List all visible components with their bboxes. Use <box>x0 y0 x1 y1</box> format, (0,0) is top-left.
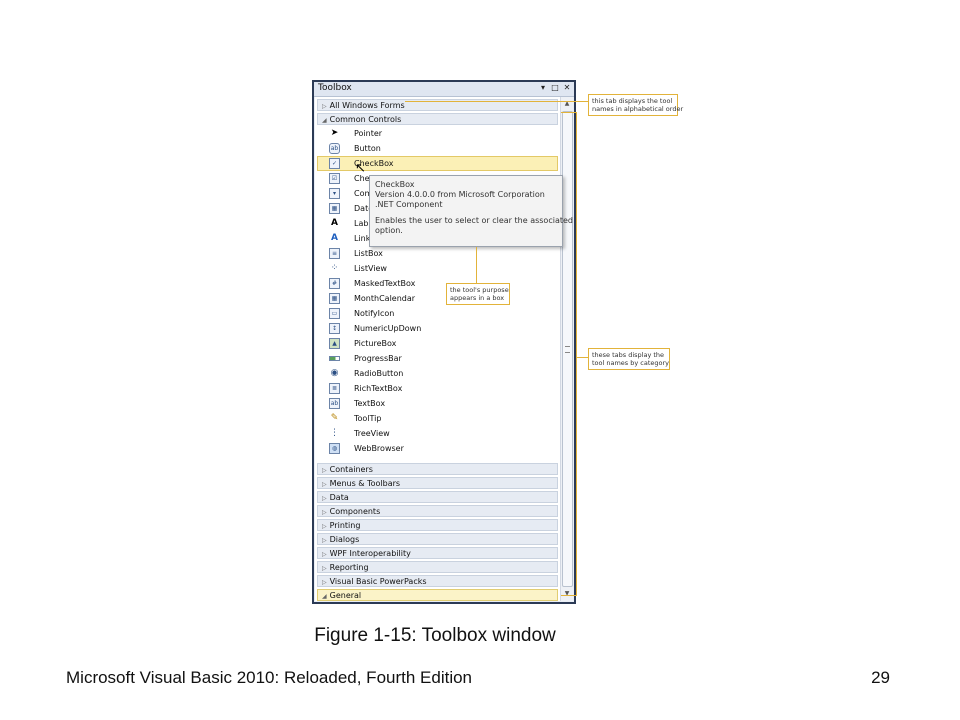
radiobutton-icon: ◉ <box>330 368 339 378</box>
tab-components[interactable]: ▷Components <box>317 505 558 517</box>
footer-title: Microsoft Visual Basic 2010: Reloaded, F… <box>66 668 473 687</box>
pointer-icon: ➤ <box>330 128 339 138</box>
callout-connector <box>405 101 591 102</box>
expand-arrow-icon: ▷ <box>322 579 327 586</box>
tab-reporting[interactable]: ▷Reporting <box>317 561 558 573</box>
tab-dialogs[interactable]: ▷Dialogs <box>317 533 558 545</box>
monthcalendar-icon: ▦ <box>329 293 340 304</box>
tool-item-button[interactable]: ab Button <box>329 143 381 154</box>
tooltip-component: .NET Component <box>375 200 443 209</box>
toolbox-title-bar[interactable]: Toolbox ▾ □ ✕ <box>314 82 574 97</box>
tab-printing[interactable]: ▷Printing <box>317 519 558 531</box>
label-icon: A <box>331 218 338 228</box>
checkedlistbox-icon: ☑ <box>329 173 340 184</box>
tool-item-maskedtextbox[interactable]: # MaskedTextBox <box>317 276 558 291</box>
tool-item-listview[interactable]: ⁘ ListView <box>330 263 387 273</box>
tool-item-numericupdown[interactable]: ↕ NumericUpDown <box>317 321 558 336</box>
callout-bracket <box>561 595 577 596</box>
callout-alphabetical-tab: this tab displays the tool names in alph… <box>588 94 683 116</box>
close-icon[interactable]: ✕ <box>563 83 571 92</box>
tool-item-pointer[interactable]: ➤ Pointer <box>330 128 383 138</box>
callout-tool-purpose: the tool's purpose appears in a box <box>446 283 510 305</box>
datetimepicker-icon: ▦ <box>329 203 340 214</box>
mouse-cursor-icon: ↖ <box>355 160 366 175</box>
tool-item-webbrowser[interactable]: ◍ WebBrowser <box>317 441 558 456</box>
toolbox-body: ▷All Windows Forms ◢Common Controls ➤ Po… <box>315 97 560 601</box>
tool-item-treeview[interactable]: ⋮ TreeView <box>330 428 390 438</box>
expand-arrow-icon: ▷ <box>322 523 327 530</box>
tool-item-datetimepicker[interactable]: ▦ Date <box>317 201 558 216</box>
tab-menus-toolbars[interactable]: ▷Menus & Toolbars <box>317 477 558 489</box>
tooltip-title: CheckBox <box>375 180 415 189</box>
tab-data[interactable]: ▷Data <box>317 491 558 503</box>
picturebox-icon: ▲ <box>329 338 340 349</box>
tool-item-linklabel[interactable]: A Link <box>317 231 558 246</box>
expand-arrow-icon: ▷ <box>322 551 327 558</box>
checkbox-tooltip: CheckBox Version 4.0.0.0 from Microsoft … <box>369 175 573 247</box>
vertical-scrollbar[interactable]: ▲ ▼ <box>560 97 573 601</box>
checkbox-icon: ✓ <box>329 158 340 169</box>
treeview-icon: ⋮ <box>330 428 339 438</box>
tool-item-checkbox[interactable]: ✓ CheckBox <box>317 156 558 171</box>
tooltip-description: Enables the user to select or clear the … <box>375 216 573 225</box>
collapse-arrow-icon: ◢ <box>322 593 327 600</box>
expand-arrow-icon: ▷ <box>322 481 327 488</box>
tooltip-icon: ✎ <box>330 413 339 423</box>
scroll-thumb[interactable] <box>562 111 573 587</box>
toolbox-window: Toolbox ▾ □ ✕ ▷All Windows Forms ◢Common… <box>312 80 576 604</box>
tool-item-notifyicon[interactable]: ▭ NotifyIcon <box>317 306 558 321</box>
tool-item-monthcalendar[interactable]: ▦ MonthCalendar <box>317 291 558 306</box>
tab-common-controls[interactable]: ◢Common Controls <box>317 113 558 125</box>
expand-arrow-icon: ▷ <box>322 509 327 516</box>
listview-icon: ⁘ <box>330 263 339 273</box>
tool-item-listbox[interactable]: ≡ ListBox <box>317 246 558 261</box>
expand-arrow-icon: ▷ <box>322 495 327 502</box>
callout-connector <box>576 357 588 358</box>
expand-arrow-icon: ▷ <box>322 467 327 474</box>
callout-bracket <box>561 112 577 113</box>
tab-general[interactable]: ◢General <box>317 589 558 601</box>
tool-item-label[interactable]: A Labe <box>317 216 558 231</box>
tool-item-checkedlistbox[interactable]: ☑ Che <box>317 171 558 186</box>
grip-icon <box>565 346 570 353</box>
expand-arrow-icon: ▷ <box>322 537 327 544</box>
combobox-icon: ▾ <box>329 188 340 199</box>
tab-containers[interactable]: ▷Containers <box>317 463 558 475</box>
expand-arrow-icon: ▷ <box>322 103 327 110</box>
tool-item-radiobutton[interactable]: ◉ RadioButton <box>330 368 404 378</box>
toolbox-title: Toolbox <box>318 83 352 93</box>
scroll-down-icon[interactable]: ▼ <box>564 590 570 597</box>
scroll-up-icon[interactable]: ▲ <box>564 100 570 107</box>
tab-wpf-interoperability[interactable]: ▷WPF Interoperability <box>317 547 558 559</box>
tool-item-textbox[interactable]: ab TextBox <box>329 398 386 409</box>
collapse-arrow-icon: ◢ <box>322 117 327 124</box>
linklabel-icon: A <box>331 233 338 243</box>
textbox-icon: ab <box>329 398 340 409</box>
richtextbox-icon: ≣ <box>329 383 340 394</box>
page-number: 29 <box>871 668 890 687</box>
callout-bracket <box>576 112 577 596</box>
tab-visual-basic-powerpacks[interactable]: ▷Visual Basic PowerPacks <box>317 575 558 587</box>
tool-item-tooltip[interactable]: ✎ ToolTip <box>330 413 382 423</box>
maximize-icon[interactable]: □ <box>551 83 559 92</box>
progressbar-icon <box>329 356 340 361</box>
notifyicon-icon: ▭ <box>329 308 340 319</box>
dropdown-arrow-icon[interactable]: ▾ <box>540 83 545 92</box>
tooltip-description-cont: option. <box>375 226 403 235</box>
maskedtextbox-icon: # <box>329 278 340 289</box>
tool-item-progressbar[interactable]: ProgressBar <box>317 351 558 366</box>
callout-connector <box>476 247 477 283</box>
tool-item-richtextbox[interactable]: ≣ RichTextBox <box>317 381 558 396</box>
numericupdown-icon: ↕ <box>329 323 340 334</box>
tab-all-windows-forms[interactable]: ▷All Windows Forms <box>317 99 558 111</box>
tool-item-picturebox[interactable]: ▲ PictureBox <box>317 336 558 351</box>
listbox-icon: ≡ <box>329 248 340 259</box>
button-icon: ab <box>329 143 340 154</box>
webbrowser-icon: ◍ <box>329 443 340 454</box>
expand-arrow-icon: ▷ <box>322 565 327 572</box>
tool-item-combobox[interactable]: ▾ Com <box>317 186 558 201</box>
figure-caption: Figure 1-15: Toolbox window <box>314 625 556 646</box>
callout-category-tabs: these tabs display the tool names by cat… <box>588 348 670 370</box>
tooltip-version: Version 4.0.0.0 from Microsoft Corporati… <box>375 190 545 199</box>
